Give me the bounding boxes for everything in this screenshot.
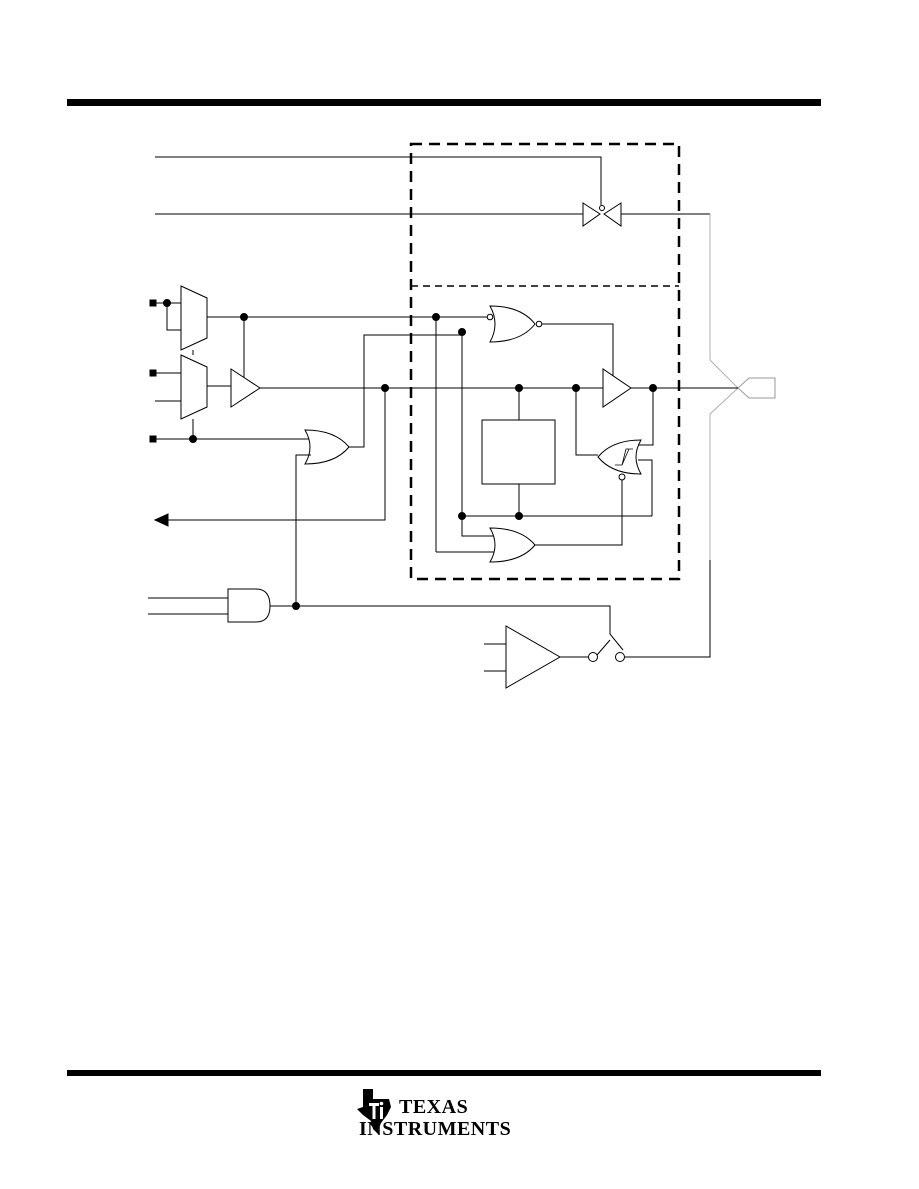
analog-buffer [505, 625, 562, 689]
input-buffer [230, 368, 261, 408]
storage-block [481, 419, 556, 485]
mux-1 [180, 285, 208, 351]
control-line-1 [155, 156, 602, 205]
or-gate-top [489, 305, 536, 343]
transmission-gate [582, 202, 622, 227]
schmitt-symbol [615, 448, 633, 466]
header-rule [67, 99, 821, 106]
outer-dashed-box [409, 142, 681, 581]
and-gate [227, 588, 271, 623]
or-gate-left [304, 429, 350, 465]
or-gate-bottom [489, 527, 536, 563]
schmitt-or-gate [597, 439, 642, 475]
footer-rule [67, 1070, 821, 1076]
texas-instruments-logo: Texas Instruments [355, 1085, 525, 1145]
logo-wordmark-line-1: Texas [399, 1096, 469, 1118]
analog-switch [588, 639, 625, 662]
pad-connection [709, 214, 776, 560]
output-buffer [602, 368, 632, 408]
output-arrow-head [153, 513, 169, 527]
mux-2 [180, 354, 208, 420]
output-arrow-line [168, 388, 386, 521]
ti-state-icon [357, 1089, 391, 1133]
logo-wordmark-line-2: Instruments [359, 1118, 512, 1140]
input-pins [149, 299, 157, 443]
